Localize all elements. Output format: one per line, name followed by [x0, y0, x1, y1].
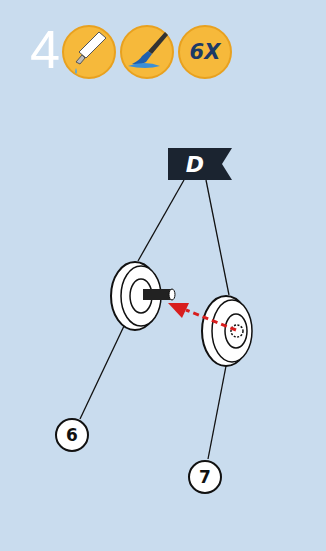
node-text: 7	[199, 467, 211, 487]
node-text: 6	[66, 425, 78, 445]
arrow-head	[168, 303, 189, 318]
node-text: 6X	[190, 40, 221, 64]
glue-badge	[63, 26, 115, 78]
leader-line	[208, 366, 226, 459]
leader-line	[206, 180, 229, 295]
node-text: D	[186, 152, 204, 177]
step-number: 4	[30, 18, 60, 80]
wheel-7	[202, 296, 252, 366]
brush-icon	[128, 32, 168, 68]
leader-line	[138, 180, 184, 261]
assembly-arrow	[186, 310, 236, 330]
leader-line	[80, 326, 124, 419]
paint-badge	[121, 26, 173, 78]
flag-marker: D	[168, 148, 232, 180]
callout-number: 6	[55, 418, 89, 452]
glue-icon	[75, 32, 106, 74]
callout-number: 7	[188, 460, 222, 494]
wheel-6	[111, 262, 175, 330]
count-badge: 6X	[178, 25, 232, 79]
